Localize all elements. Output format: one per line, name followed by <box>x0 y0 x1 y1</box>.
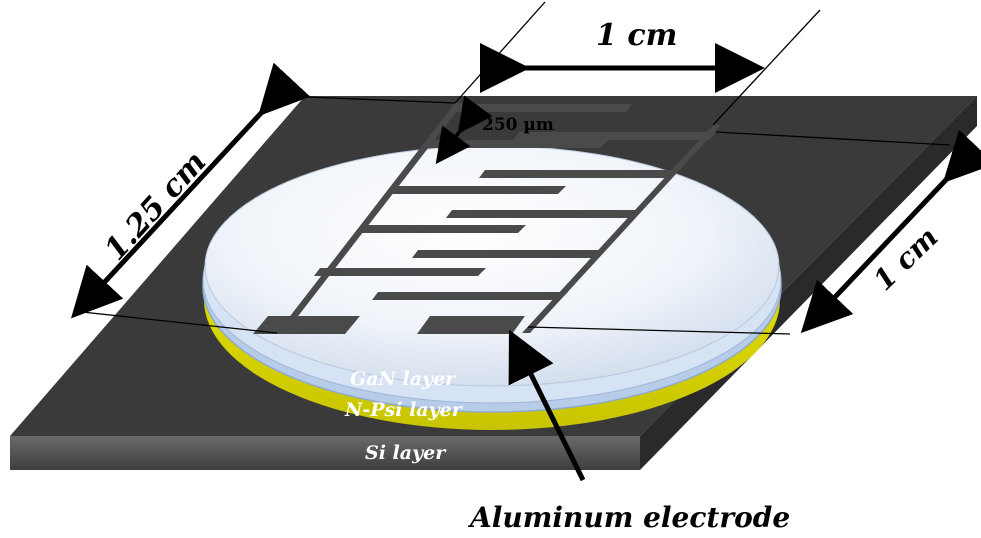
electrode-pointer <box>508 329 586 482</box>
electrode-finger <box>479 170 678 178</box>
electrode-finger <box>392 186 566 194</box>
substrate-front-face <box>10 436 640 470</box>
electrode-right-bus <box>522 125 721 333</box>
si-layer-label: Si layer <box>365 442 447 464</box>
left-length-arrow <box>71 62 311 319</box>
electrode-finger <box>372 292 568 300</box>
electrode-finger <box>412 250 604 258</box>
electrode-finger <box>456 104 632 112</box>
npsi-layer-label: N-Psi layer <box>344 399 464 421</box>
top-disc <box>204 145 780 387</box>
right-width-arrow <box>800 129 981 334</box>
dimension-arrows <box>71 43 981 334</box>
right-width-label: 1 cm <box>867 221 945 297</box>
top-width-label: 1 cm <box>596 18 677 53</box>
electrode-pad-right <box>417 316 525 334</box>
gan-layer-label: GaN layer <box>350 368 457 390</box>
electrode-label: Aluminum electrode <box>467 501 790 534</box>
electrode-pad-left <box>253 316 360 334</box>
finger-spacing-arrow <box>435 95 493 165</box>
electrode-finger <box>513 132 716 140</box>
electrode-finger <box>446 210 640 218</box>
finger-spacing-label: 250 µm <box>482 115 554 135</box>
electrode-finger <box>314 268 486 276</box>
electrode-finger <box>358 225 526 233</box>
